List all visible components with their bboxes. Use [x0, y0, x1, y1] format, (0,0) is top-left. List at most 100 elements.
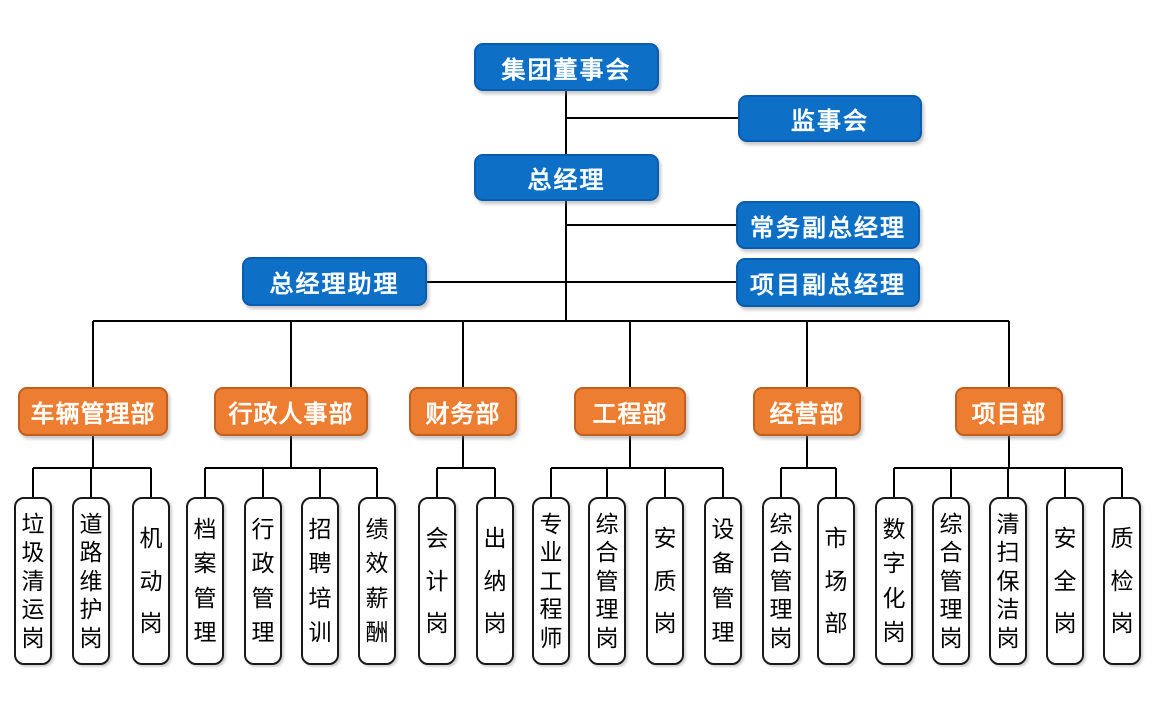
connector-line — [950, 468, 952, 497]
position-char: 安 — [653, 524, 677, 551]
position-box-4-1[interactable]: 专业工程师 — [532, 497, 570, 665]
position-char: 薪 — [365, 584, 389, 611]
position-box-2-4[interactable]: 绩效薪酬 — [358, 497, 396, 665]
connector-line — [550, 468, 552, 497]
connector-line — [1008, 321, 1010, 387]
connector-line — [629, 436, 631, 468]
department-box-5[interactable]: 经营部 — [753, 387, 861, 436]
position-char: 清 — [996, 510, 1020, 537]
connector-line — [566, 117, 738, 119]
position-char: 合 — [595, 539, 619, 565]
connector-line — [551, 467, 723, 469]
department-box-4[interactable]: 工程部 — [574, 387, 686, 436]
position-box-6-5[interactable]: 质检岗 — [1103, 497, 1141, 665]
connector-line — [494, 468, 496, 497]
connector-line — [893, 468, 895, 497]
position-char: 工 — [539, 567, 563, 594]
node-supervisory-board[interactable]: 监事会 — [738, 95, 922, 142]
position-box-3-2[interactable]: 出纳岗 — [476, 497, 514, 665]
position-char: 政 — [251, 550, 275, 577]
position-box-1-1[interactable]: 垃圾清运岗 — [14, 497, 52, 665]
position-char: 培 — [308, 584, 332, 611]
position-char: 字 — [882, 550, 906, 577]
position-char: 理 — [251, 618, 275, 645]
position-char: 检 — [1110, 567, 1134, 594]
position-char: 备 — [711, 550, 735, 577]
node-gm-assistant[interactable]: 总经理助理 — [242, 257, 427, 306]
position-box-1-2[interactable]: 道路维护岗 — [72, 497, 110, 665]
position-char: 理 — [711, 618, 735, 645]
connector-line — [150, 468, 152, 497]
connector-line — [780, 468, 782, 497]
position-char: 市 — [824, 524, 848, 551]
connector-line — [781, 467, 836, 469]
position-box-2-1[interactable]: 档案管理 — [186, 497, 224, 665]
node-general-manager[interactable]: 总经理 — [474, 154, 659, 201]
connector-line — [664, 468, 666, 497]
position-char: 岗 — [139, 610, 163, 637]
position-char: 路 — [79, 539, 103, 565]
connector-line — [204, 468, 206, 497]
connector-line — [806, 321, 808, 387]
position-char: 岗 — [21, 624, 45, 651]
node-board[interactable]: 集团董事会 — [474, 43, 659, 91]
department-box-3[interactable]: 财务部 — [409, 387, 517, 436]
position-char: 清 — [21, 567, 45, 594]
connector-line — [565, 201, 567, 321]
connector-line — [290, 436, 292, 468]
position-char: 质 — [1110, 524, 1134, 551]
position-char: 圾 — [21, 539, 45, 565]
position-char: 部 — [824, 610, 848, 637]
position-char: 道 — [79, 510, 103, 537]
connector-line — [835, 468, 837, 497]
position-char: 场 — [824, 567, 848, 594]
connector-line — [462, 436, 464, 468]
connector-line — [722, 468, 724, 497]
position-box-4-3[interactable]: 安质岗 — [646, 497, 684, 665]
position-box-2-3[interactable]: 招聘培训 — [301, 497, 339, 665]
position-char: 绩 — [365, 516, 389, 543]
position-char: 招 — [308, 516, 332, 543]
department-box-1[interactable]: 车辆管理部 — [18, 387, 168, 436]
position-box-2-2[interactable]: 行政管理 — [244, 497, 282, 665]
position-box-4-2[interactable]: 综合管理岗 — [588, 497, 626, 665]
position-box-1-3[interactable]: 机动岗 — [132, 497, 170, 665]
connector-line — [1121, 468, 1123, 497]
position-box-6-1[interactable]: 数字化岗 — [875, 497, 913, 665]
position-char: 岗 — [882, 618, 906, 645]
node-deputy-executive-gm[interactable]: 常务副总经理 — [736, 201, 920, 249]
connector-line — [629, 321, 631, 387]
node-deputy-project-gm[interactable]: 项目副总经理 — [736, 258, 920, 307]
connector-line — [565, 91, 567, 154]
connector-line — [806, 436, 808, 468]
position-box-5-2[interactable]: 市场部 — [817, 497, 855, 665]
position-char: 聘 — [308, 550, 332, 577]
connector-line — [290, 321, 292, 387]
department-box-6[interactable]: 项目部 — [955, 387, 1063, 436]
position-char: 扫 — [996, 539, 1020, 565]
position-box-4-4[interactable]: 设备管理 — [704, 497, 742, 665]
connector-line — [566, 224, 736, 226]
department-box-2[interactable]: 行政人事部 — [214, 387, 368, 436]
position-box-5-1[interactable]: 综合管理岗 — [762, 497, 800, 665]
position-char: 数 — [882, 516, 906, 543]
position-char: 专 — [539, 510, 563, 537]
position-char: 安 — [1053, 524, 1077, 551]
connector-line — [90, 468, 92, 497]
connector-line — [92, 436, 94, 468]
position-box-3-1[interactable]: 会计岗 — [418, 497, 456, 665]
position-box-6-3[interactable]: 清扫保洁岗 — [989, 497, 1027, 665]
position-char: 行 — [251, 516, 275, 543]
position-char: 动 — [139, 567, 163, 594]
position-box-6-4[interactable]: 安全岗 — [1046, 497, 1084, 665]
connector-line — [32, 468, 34, 497]
position-char: 质 — [653, 567, 677, 594]
position-char: 综 — [939, 510, 963, 537]
connector-line — [93, 320, 1009, 322]
position-char: 酬 — [365, 618, 389, 645]
position-char: 纳 — [483, 567, 507, 594]
connector-line — [427, 281, 736, 283]
position-box-6-2[interactable]: 综合管理岗 — [932, 497, 970, 665]
position-char: 管 — [193, 584, 217, 611]
